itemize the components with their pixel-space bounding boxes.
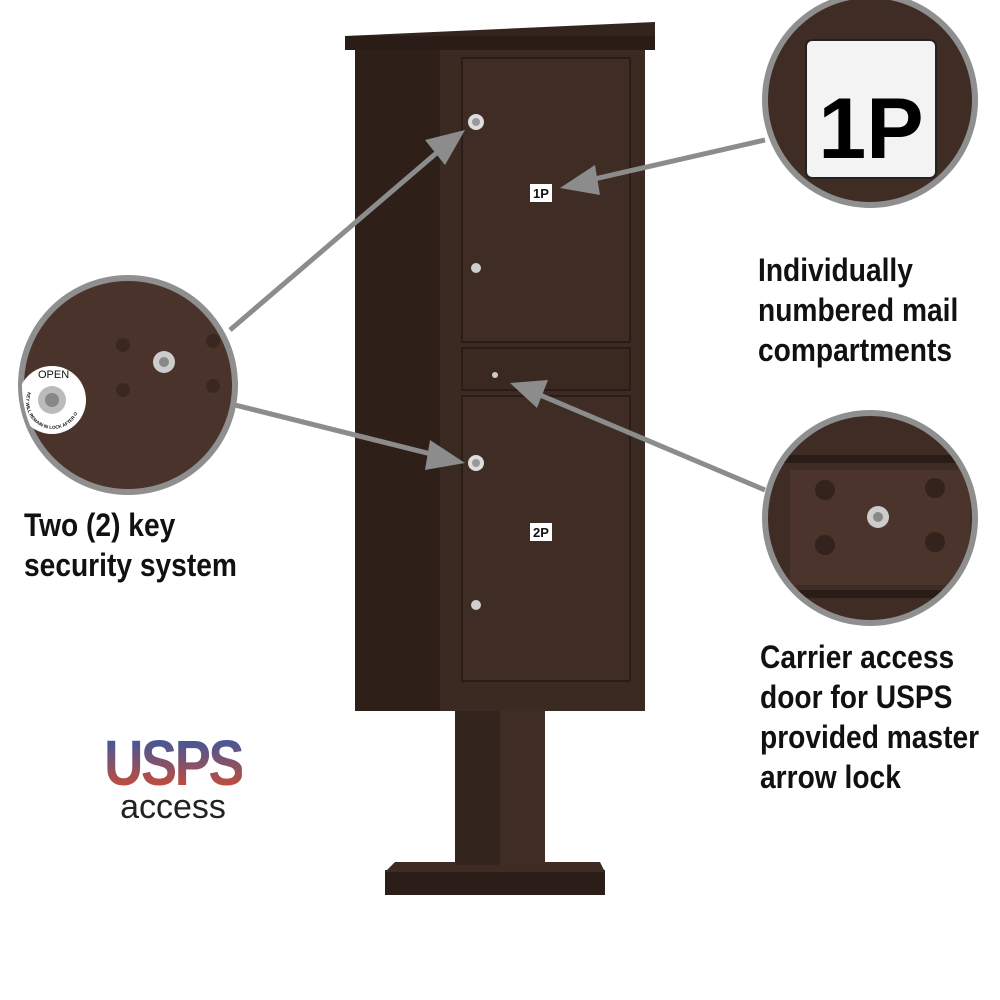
caption-line: numbered mail xyxy=(758,292,959,328)
callout-circle-key-lock: OPEN KEY WILL REMAIN IN LOCK AFTER OPENI… xyxy=(18,275,238,495)
caption-line: Two (2) key xyxy=(24,507,176,543)
arrow-head-icon xyxy=(425,440,465,470)
callout-arrows xyxy=(228,130,766,493)
caption-line: door for USPS xyxy=(760,679,953,715)
pedestal xyxy=(385,700,605,895)
logo-brand: USPS xyxy=(104,727,244,799)
caption-line: arrow lock xyxy=(760,759,901,795)
door-label-1p: 1P xyxy=(533,186,549,201)
caption-line: Individually xyxy=(758,252,913,288)
caption-line: security system xyxy=(24,547,237,583)
mailbox-cabinet: 1P 2P xyxy=(345,22,655,711)
caption-carrier-access: Carrier access door for USPS provided ma… xyxy=(760,637,979,797)
callout-circle-carrier-lock xyxy=(762,410,978,626)
callout-circle-number-badge: 1P xyxy=(762,0,978,208)
lock-open-label: OPEN xyxy=(38,369,69,381)
caption-numbered-compartments: Individually numbered mail compartments xyxy=(758,250,958,370)
arrow-head-icon xyxy=(510,380,548,408)
door-label-2p: 2P xyxy=(533,525,549,540)
usps-access-logo: USPS access xyxy=(88,727,258,826)
arrow-head-icon xyxy=(425,130,465,165)
arrow-head-icon xyxy=(560,165,600,195)
caption-key-security: Two (2) key security system xyxy=(24,505,237,585)
number-badge: 1P xyxy=(818,81,923,177)
logo-sub: access xyxy=(120,788,226,826)
caption-line: provided master xyxy=(760,719,980,755)
caption-line: compartments xyxy=(758,332,953,368)
caption-line: Carrier access xyxy=(760,639,955,675)
